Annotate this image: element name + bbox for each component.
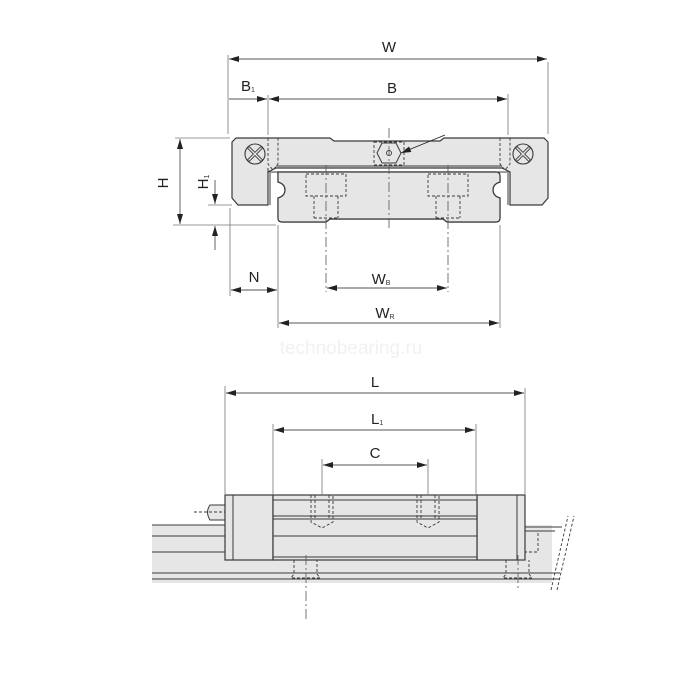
screw-right-icon <box>512 143 534 165</box>
label-l1: L1 <box>371 411 383 428</box>
label-b: B <box>387 80 397 97</box>
break-line-1 <box>550 515 569 591</box>
end-cap-left <box>224 494 274 561</box>
block-tap-hole-right <box>416 495 440 529</box>
watermark: technobearing.ru <box>280 338 423 359</box>
rail-bolt-left <box>290 560 321 579</box>
label-c: C <box>370 445 381 462</box>
label-wr: WR <box>375 305 394 322</box>
rail-bolt-right <box>502 560 533 579</box>
label-h1: H1 <box>195 175 212 190</box>
label-w: W <box>382 39 397 56</box>
rail-hole-left <box>305 173 347 219</box>
block-tap-hole-left <box>310 495 334 529</box>
screw-left-icon <box>244 143 266 165</box>
end-cap-right <box>476 494 526 561</box>
block-side-body <box>272 494 478 561</box>
block-tap-right <box>499 138 511 171</box>
front-view: W B1 B H H1 N WB WR <box>155 39 549 328</box>
block-body <box>231 137 549 206</box>
rail-right-hidden <box>522 530 539 553</box>
rail-hole-right <box>427 173 469 219</box>
label-b1: B1 <box>241 78 255 95</box>
label-wb: WB <box>372 271 391 288</box>
break-line-2 <box>556 515 575 591</box>
label-h: H <box>155 178 172 189</box>
label-l: L <box>371 374 379 391</box>
side-view: L L1 C <box>152 374 575 622</box>
label-n: N <box>249 269 260 286</box>
block-tap-left <box>267 138 279 171</box>
